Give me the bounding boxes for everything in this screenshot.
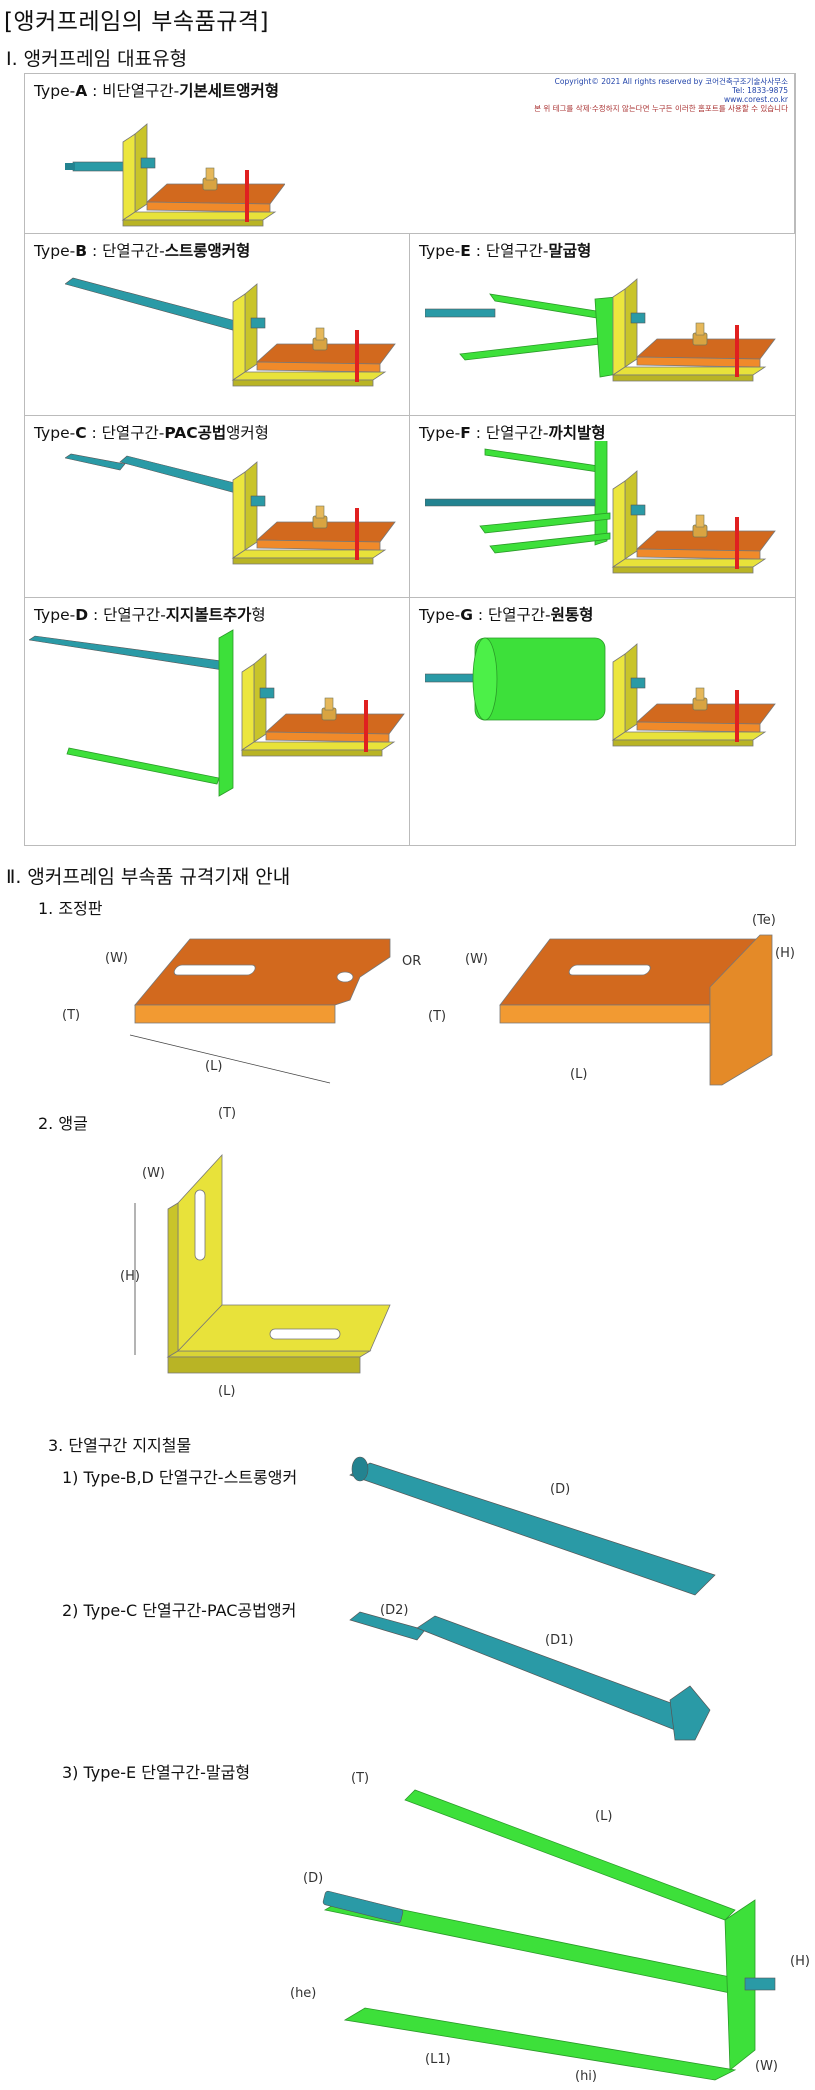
angle-drawing: (T) (W) (H) (L)	[120, 1106, 391, 1399]
dim-w-horse: (W)	[755, 2059, 778, 2074]
dim-te: (Te)	[752, 913, 776, 928]
dim-d1: (D1)	[545, 1633, 573, 1648]
type-label-a: Type-A : 비단열구간-기본세트앵커형	[34, 82, 280, 100]
type-cell-d: Type-D : 단열구간-지지볼트추가형	[25, 598, 410, 845]
type-label-f: Type-F : 단열구간-까치발형	[419, 424, 606, 442]
dim-l-horse: (L)	[595, 1809, 612, 1824]
dim-t-2: (T)	[428, 1009, 446, 1024]
item-2-label: 2. 앵글	[38, 1114, 88, 1133]
dim-t-1: (T)	[62, 1008, 80, 1023]
type-g-illustration	[425, 637, 776, 747]
type-cell-g: Type-G : 단열구간-원통형	[410, 598, 795, 845]
type-cell-b: Type-B : 단열구간-스트롱앵커형	[25, 234, 410, 416]
page-title: [앵커프레임의 부속품규격]	[4, 9, 270, 35]
horseshoe-drawing: (T) (L) (D) (H) (he) (L1) (hi) (W)	[290, 1771, 810, 2084]
type-label-d: Type-D : 단열구간-지지볼트추가형	[34, 606, 266, 624]
type-label-e: Type-E : 단열구간-말굽형	[419, 242, 592, 260]
copyright-notice: Copyright© 2021 All rights reserved by 코…	[534, 77, 788, 113]
dim-l-angle: (L)	[218, 1384, 235, 1399]
sub-3-label: 3) Type-E 단열구간-말굽형	[62, 1763, 251, 1782]
dim-t-horse: (T)	[351, 1771, 369, 1786]
type-cell-f: Type-F : 단열구간-까치발형	[410, 416, 795, 598]
dim-d2: (D2)	[380, 1603, 408, 1618]
item-1-label: 1. 조정판	[38, 899, 103, 918]
section-2-title: Ⅱ. 앵커프레임 부속품 규격기재 안내	[6, 866, 291, 888]
type-cell-a: Type-A : 비단열구간-기본세트앵커형 Copyright© 2021 A…	[25, 74, 795, 234]
dim-he: (he)	[290, 1986, 316, 2001]
dim-h-plate: (H)	[775, 946, 795, 961]
dim-w-2: (W)	[465, 952, 488, 967]
type-label-g: Type-G : 단열구간-원통형	[419, 606, 594, 624]
pac-anchor-drawing: (D2) (D1)	[349, 1603, 711, 1741]
type-e-illustration	[425, 278, 776, 382]
dim-d-strong: (D)	[550, 1482, 570, 1497]
type-grid: Type-A : 비단열구간-기본세트앵커형 Copyright© 2021 A…	[24, 73, 796, 846]
sub-2-label: 2) Type-C 단열구간-PAC공법앵커	[62, 1601, 297, 1620]
dim-w-angle: (W)	[142, 1166, 165, 1181]
dim-hi: (hi)	[575, 2069, 597, 2084]
dim-l1: (L1)	[425, 2052, 451, 2067]
dim-h-angle: (H)	[120, 1269, 140, 1284]
type-a-illustration	[65, 123, 285, 227]
dim-t-angle: (T)	[218, 1106, 236, 1121]
type-c-illustration	[65, 453, 396, 565]
adjustment-plate-drawings: (W) (T) (L) OR (W) (T) (L) (Te) (H)	[62, 913, 795, 1086]
dim-h-horse: (H)	[790, 1954, 810, 1969]
dim-l-2: (L)	[570, 1067, 587, 1082]
dim-d-horse: (D)	[303, 1871, 323, 1886]
dim-l-1: (L)	[205, 1059, 222, 1074]
type-d-illustration	[29, 629, 405, 797]
item-3-label: 3. 단열구간 지지철물	[48, 1436, 192, 1455]
type-label-c: Type-C : 단열구간-PAC공법앵커형	[34, 424, 269, 442]
type-cell-e: Type-E : 단열구간-말굽형	[410, 234, 795, 416]
dim-w-1: (W)	[105, 951, 128, 966]
sub-1-label: 1) Type-B,D 단열구간-스트롱앵커	[62, 1468, 298, 1487]
type-label-b: Type-B : 단열구간-스트롱앵커형	[34, 242, 251, 260]
strong-anchor-drawing: (D)	[349, 1456, 716, 1596]
or-label: OR	[402, 954, 421, 969]
section-1-title: Ⅰ. 앵커프레임 대표유형	[6, 48, 188, 70]
type-f-illustration	[425, 441, 776, 574]
type-cell-c: Type-C : 단열구간-PAC공법앵커형	[25, 416, 410, 598]
type-b-illustration	[65, 277, 396, 387]
